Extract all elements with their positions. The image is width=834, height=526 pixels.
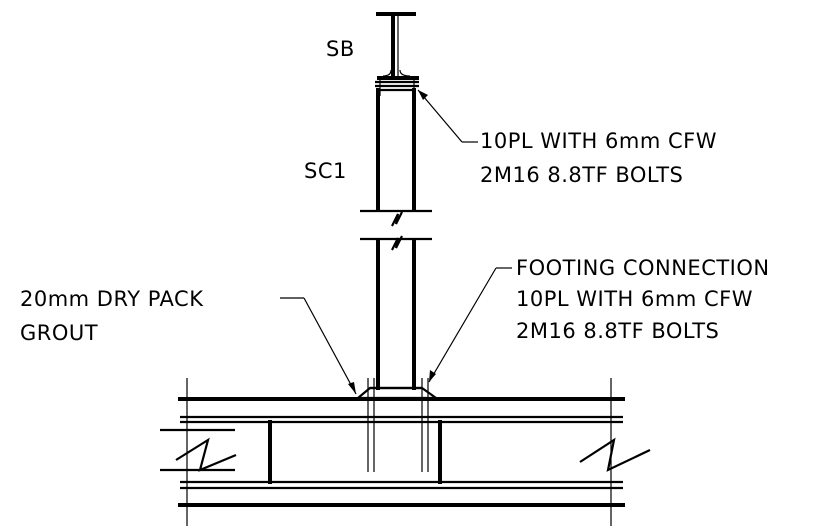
footing-section <box>160 378 651 526</box>
column-sc1 <box>360 88 432 390</box>
leader-lines <box>280 89 512 395</box>
label-sb: SB <box>326 37 355 61</box>
label-grout-line2: GROUT <box>20 321 98 345</box>
label-footing-connection-line3: 2M16 8.8TF BOLTS <box>516 319 719 343</box>
label-sc1: SC1 <box>304 159 347 183</box>
label-grout-line1: 20mm DRY PACK <box>20 287 204 311</box>
label-footing-connection-line1: FOOTING CONNECTION <box>516 256 770 280</box>
steel-beam-i-section <box>376 12 419 80</box>
top-cap-plate <box>375 76 419 96</box>
label-top-connection-line2: 2M16 8.8TF BOLTS <box>480 163 683 187</box>
label-top-connection-line1: 10PL WITH 6mm CFW <box>480 129 717 153</box>
label-footing-connection-line2: 10PL WITH 6mm CFW <box>516 287 753 311</box>
base-plate <box>357 378 437 472</box>
